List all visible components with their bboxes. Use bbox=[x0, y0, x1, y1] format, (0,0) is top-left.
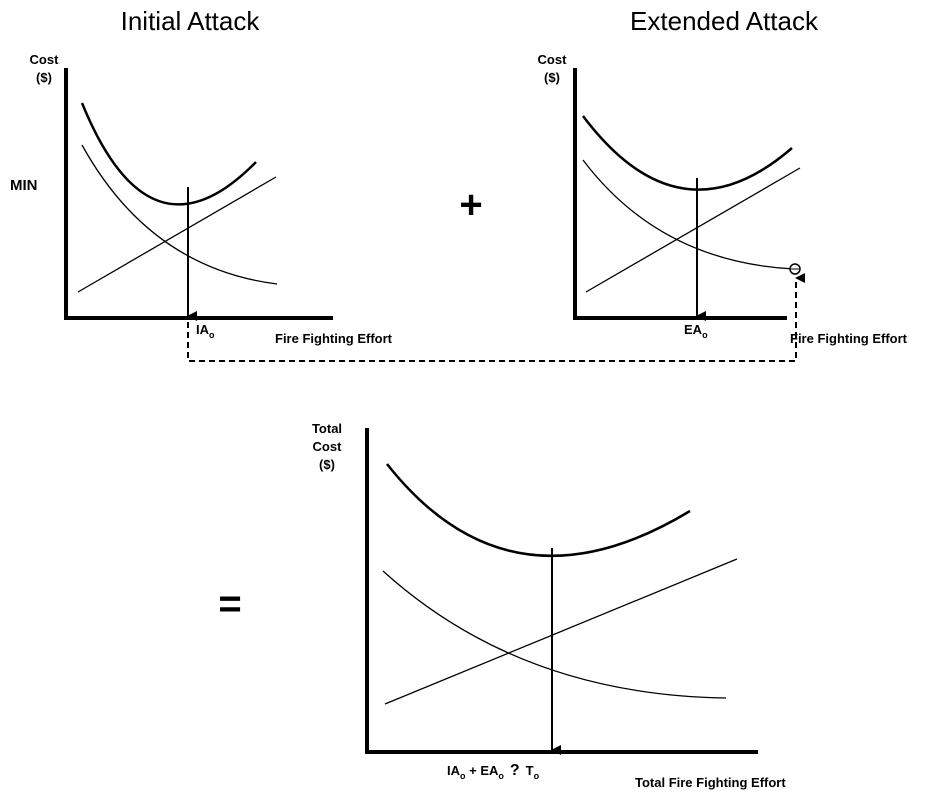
ea-x-axis-label: Fire Fighting Effort bbox=[790, 331, 908, 346]
ea-y-axis-label-cost: Cost bbox=[538, 52, 568, 67]
initial-attack-title: Initial Attack bbox=[121, 6, 261, 36]
ia-min-label: MIN bbox=[10, 177, 38, 194]
total-decreasing-cost-curve bbox=[382, 570, 727, 699]
ia-increasing-cost-line bbox=[77, 176, 277, 293]
ea-total-cost-curve bbox=[582, 115, 793, 191]
ia-total-cost-curve bbox=[80, 102, 257, 206]
total-increasing-cost-line bbox=[384, 558, 738, 705]
equals-sign: = bbox=[218, 582, 241, 626]
total-x-axis-label: Total Fire Fighting Effort bbox=[635, 775, 786, 790]
ea-increasing-cost-line bbox=[585, 167, 801, 293]
ia-y-axis-label-cost: Cost bbox=[30, 52, 60, 67]
dashed-connector-arrow bbox=[187, 273, 805, 362]
total-cost-curve bbox=[386, 463, 691, 558]
total-optimum-equation: IAo + EAo?To bbox=[447, 762, 540, 781]
initial-attack-panel: Initial Attack Cost ($) MIN IAo Fire Fig… bbox=[10, 6, 393, 346]
ia-axes bbox=[64, 68, 333, 320]
ia-optimum-label: IAo bbox=[196, 322, 215, 340]
ea-y-axis-label-unit: ($) bbox=[544, 70, 560, 85]
total-axes bbox=[365, 428, 758, 754]
total-y-axis-label-cost: Cost bbox=[313, 439, 343, 454]
ia-x-axis-label: Fire Fighting Effort bbox=[275, 331, 393, 346]
ia-decreasing-cost-curve bbox=[81, 144, 278, 285]
total-y-axis-label-unit: ($) bbox=[319, 457, 335, 472]
extended-attack-panel: Extended Attack Cost ($) EAo Fire Fighti… bbox=[538, 6, 908, 346]
plus-sign: + bbox=[459, 183, 482, 227]
total-y-axis-label-total: Total bbox=[312, 421, 342, 436]
total-panel: Total Cost ($) IAo + EAo?To Total Fire F… bbox=[312, 421, 786, 790]
ea-decreasing-cost-curve bbox=[582, 159, 795, 270]
ea-optimum-label: EAo bbox=[684, 322, 708, 340]
extended-attack-title: Extended Attack bbox=[630, 6, 819, 36]
ia-y-axis-label-unit: ($) bbox=[36, 70, 52, 85]
ea-axes bbox=[573, 68, 787, 320]
